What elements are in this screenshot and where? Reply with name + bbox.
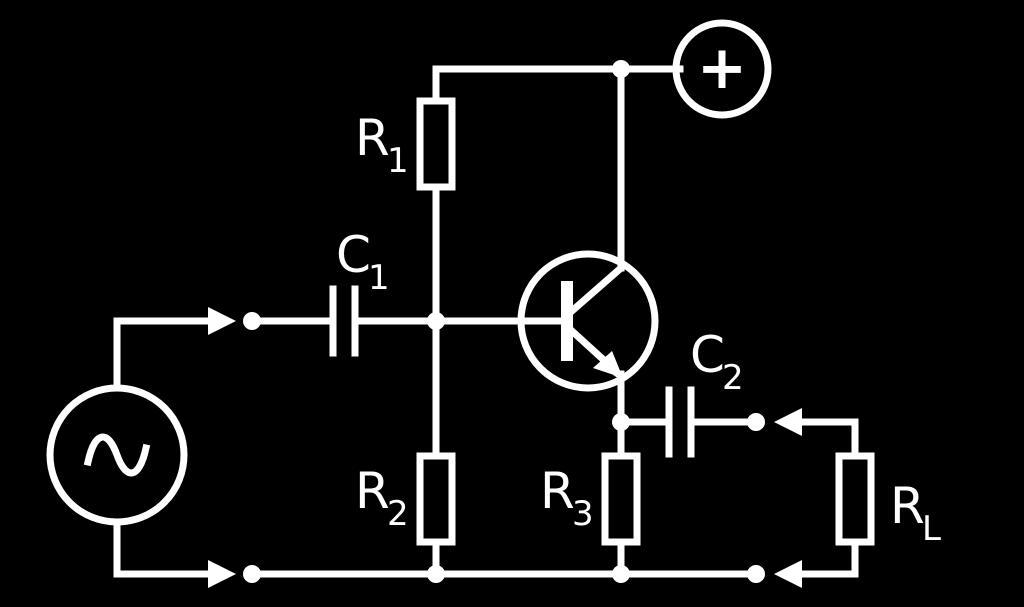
label-letter: R — [355, 462, 390, 520]
capacitor-c2 — [665, 386, 695, 458]
label-subscript: 2 — [387, 494, 409, 534]
supply-circle — [672, 19, 772, 119]
junction-dots — [243, 60, 765, 583]
label-letter: C — [690, 326, 725, 384]
label-r2: R 2 — [355, 462, 409, 534]
npn-transistor — [517, 250, 659, 392]
junction-dot — [427, 565, 445, 583]
label-r3: R 3 — [540, 462, 594, 534]
label-subscript: 2 — [722, 358, 744, 398]
resistor-r3 — [601, 452, 641, 546]
source-circle — [46, 384, 188, 526]
label-letter: C — [336, 226, 371, 284]
junction-dot — [612, 565, 630, 583]
label-r1: R 1 — [355, 109, 409, 181]
label-subscript: L — [922, 509, 941, 549]
terminal-dot — [243, 565, 261, 583]
plus-symbol: + — [697, 33, 747, 103]
label-c2: C 2 — [690, 326, 744, 398]
resistor-r2 — [416, 452, 456, 546]
terminal-dot — [243, 312, 261, 330]
label-letter: R — [540, 462, 575, 520]
transistor-emitter — [568, 327, 611, 367]
junction-dot — [612, 60, 630, 78]
capacitor-c1 — [329, 285, 359, 357]
label-rl: R L — [890, 477, 941, 549]
ac-source — [46, 384, 188, 526]
emitter-arrow-icon — [593, 351, 623, 378]
resistor-r1 — [416, 97, 456, 191]
label-c1: C 1 — [336, 226, 390, 298]
terminal-dot — [747, 565, 765, 583]
wires — [113, 65, 859, 588]
label-subscript: 1 — [387, 141, 409, 181]
junction-dot — [612, 413, 630, 431]
label-subscript: 3 — [572, 494, 594, 534]
transistor-circle — [517, 250, 659, 392]
label-letter: R — [890, 477, 925, 535]
transistor-collector — [568, 263, 626, 315]
label-letter: R — [355, 109, 390, 167]
terminal-dot — [747, 413, 765, 431]
supply-terminal: + — [672, 19, 772, 119]
junction-dot — [427, 312, 445, 330]
sine-wave-icon — [83, 433, 151, 477]
label-subscript: 1 — [368, 258, 390, 298]
resistor-rl — [835, 452, 875, 546]
